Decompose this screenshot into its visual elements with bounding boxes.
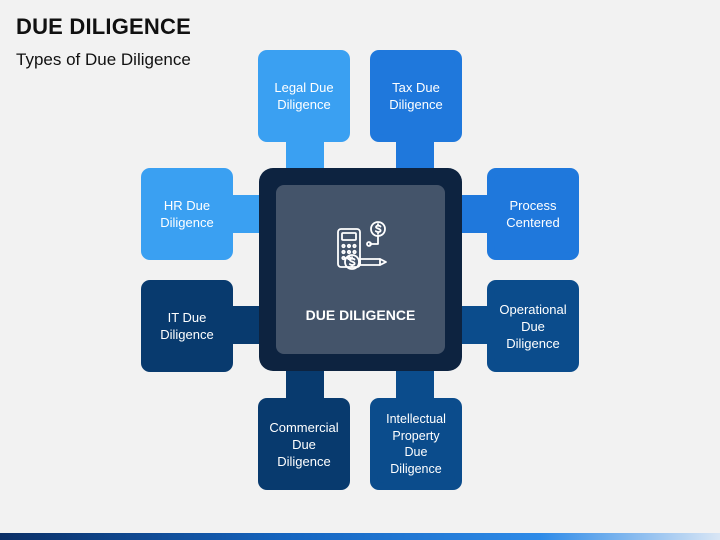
connector-operational [458,306,492,344]
hr-label: HR Due Diligence [160,198,214,230]
connector-tax [396,138,434,172]
footer-gradient-bar [0,533,720,540]
commercial-label: Commercial Due Diligence [269,419,339,469]
process-label: Process Centered [506,198,560,230]
connector-legal [286,138,324,172]
it-label: IT Due Diligence [160,310,214,342]
operational-label: Operational Due Diligence [499,301,567,351]
center-label: DUE DILIGENCE [305,307,416,323]
connector-process [458,195,492,233]
center-frame: DUE DILIGENCE [259,168,462,371]
page-subtitle: Types of Due Diligence [16,50,191,69]
legal-label: Legal Due Diligence [274,80,334,112]
intellectual-property-due-diligence-box: Intellectual Property Due Diligence [370,398,462,490]
operational-due-diligence-box: Operational Due Diligence [487,280,579,372]
connector-it [230,306,264,344]
connector-ip [396,368,434,402]
tax-label: Tax Due Diligence [389,80,443,112]
process-centered-box: Process Centered [487,168,579,260]
hr-due-diligence-box: HR Due Diligence [141,168,233,260]
center-panel: DUE DILIGENCE [276,185,445,354]
legal-due-diligence-box: Legal Due Diligence [258,50,350,142]
page-title: DUE DILIGENCE [16,14,191,39]
ip-label: Intellectual Property Due Diligence [386,412,446,476]
connector-commercial [286,368,324,402]
tax-due-diligence-box: Tax Due Diligence [370,50,462,142]
it-due-diligence-box: IT Due Diligence [141,280,233,372]
connector-hr [230,195,264,233]
calculator-coins-pencil-icon [337,221,387,270]
commercial-due-diligence-box: Commercial Due Diligence [258,398,350,490]
